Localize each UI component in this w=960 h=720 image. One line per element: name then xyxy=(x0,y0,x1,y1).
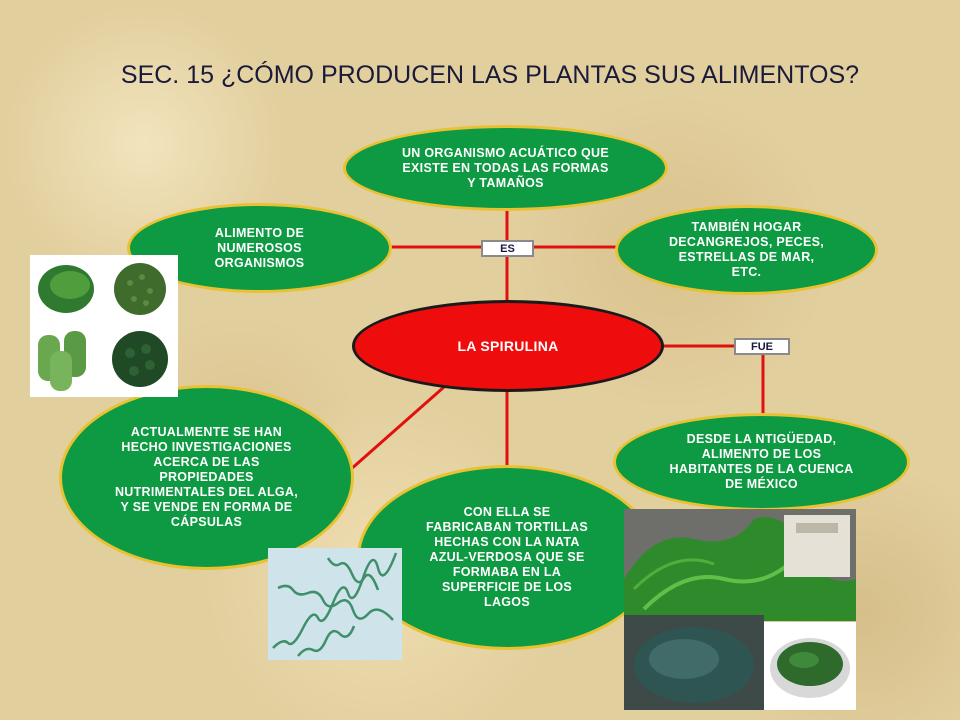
node-antiguedad-text: DESDE LA NTIGÜEDAD, ALIMENTO DE LOS HABI… xyxy=(669,432,854,491)
node-antiguedad: DESDE LA NTIGÜEDAD, ALIMENTO DE LOS HABI… xyxy=(613,413,910,511)
node-organismo-acuatico-text: UN ORGANISMO ACUÁTICO QUE EXISTE EN TODA… xyxy=(401,145,610,190)
page-title: SEC. 15 ¿CÓMO PRODUCEN LAS PLANTAS SUS A… xyxy=(120,61,860,89)
node-hogar: TAMBIÉN HOGAR DECANGREJOS, PECES, ESTREL… xyxy=(615,205,878,295)
node-la-spirulina-text: LA SPIRULINA xyxy=(457,337,559,354)
spirulina-products-image xyxy=(30,255,178,397)
node-alimento-organismos: ALIMENTO DE NUMEROSOS ORGANISMOS xyxy=(127,203,392,293)
spirulina-powder-image xyxy=(624,615,764,710)
label-es: ES xyxy=(481,240,534,257)
node-organismo-acuatico: UN ORGANISMO ACUÁTICO QUE EXISTE EN TODA… xyxy=(343,125,668,211)
node-tortillas-text: CON ELLA SE FABRICABAN TORTILLAS HECHAS … xyxy=(425,505,588,609)
spirulina-bowl-image xyxy=(764,622,856,710)
node-investigaciones: ACTUALMENTE SE HAN HECHO INVESTIGACIONES… xyxy=(59,385,354,570)
node-la-spirulina: LA SPIRULINA xyxy=(352,300,664,392)
line-center-to-investigaciones xyxy=(349,385,445,472)
node-investigaciones-text: ACTUALMENTE SE HAN HECHO INVESTIGACIONES… xyxy=(114,425,299,529)
spirulina-microscope-image xyxy=(268,548,402,660)
label-fue: FUE xyxy=(734,338,790,355)
node-hogar-text: TAMBIÉN HOGAR DECANGREJOS, PECES, ESTREL… xyxy=(668,220,825,279)
node-tortillas: CON ELLA SE FABRICABAN TORTILLAS HECHAS … xyxy=(357,465,657,650)
node-alimento-organismos-text: ALIMENTO DE NUMEROSOS ORGANISMOS xyxy=(214,225,305,270)
spirulina-harvest-image xyxy=(624,509,856,621)
